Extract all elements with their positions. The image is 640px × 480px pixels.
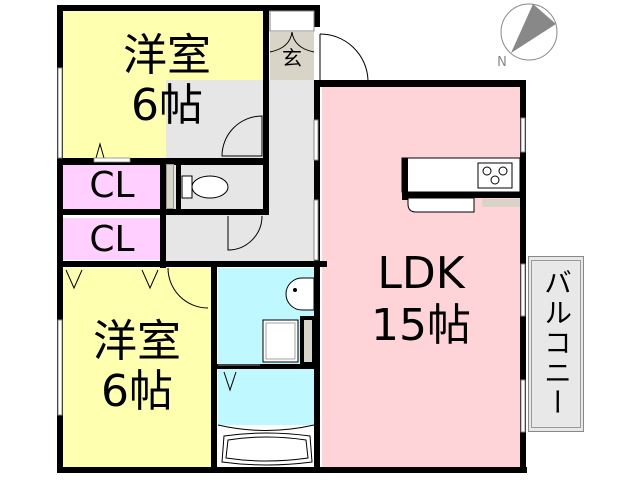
bathtub-icon bbox=[221, 432, 313, 466]
wall bbox=[57, 467, 527, 473]
ldk-room bbox=[322, 86, 520, 468]
room-label-closet-top: CL bbox=[89, 165, 135, 206]
room-size: 15帖 bbox=[371, 300, 471, 351]
window bbox=[57, 319, 63, 416]
window bbox=[520, 117, 526, 153]
room-label-western-top: 洋室 6帖 bbox=[82, 34, 252, 128]
closet-bottom bbox=[62, 218, 162, 260]
western-room-bottom bbox=[62, 268, 212, 468]
wall bbox=[314, 80, 526, 87]
room-type: 洋室 bbox=[123, 30, 211, 81]
wall bbox=[160, 158, 166, 268]
window bbox=[57, 67, 63, 159]
washing-machine-icon bbox=[262, 316, 314, 364]
window bbox=[313, 119, 319, 161]
room-label-closet-bottom: CL bbox=[89, 219, 135, 260]
sink-icon bbox=[285, 277, 315, 311]
wall bbox=[314, 5, 320, 27]
wall bbox=[217, 364, 315, 369]
wall bbox=[57, 5, 320, 11]
room-type: 洋室 bbox=[93, 316, 181, 367]
stove-icon bbox=[477, 162, 513, 189]
balcony-inner bbox=[531, 260, 581, 428]
wall bbox=[211, 261, 217, 471]
room-label-balcony: バルコニー bbox=[540, 268, 573, 418]
room-type: LDK bbox=[377, 248, 465, 299]
room-size: 6帖 bbox=[101, 366, 173, 417]
compass-icon bbox=[500, 3, 558, 61]
wall bbox=[57, 5, 63, 473]
room-label-entrance: 玄 bbox=[282, 46, 302, 70]
wall bbox=[263, 5, 269, 215]
entrance bbox=[270, 32, 314, 80]
window bbox=[520, 379, 526, 433]
wall bbox=[176, 158, 181, 214]
wall bbox=[314, 80, 320, 473]
hallway-upper bbox=[268, 80, 318, 266]
closet-door-marker bbox=[65, 142, 237, 392]
door-swing-icon bbox=[167, 33, 369, 309]
compass-label: N bbox=[497, 55, 507, 70]
toilet-icon bbox=[181, 175, 229, 199]
window bbox=[313, 199, 319, 261]
closet-divider bbox=[166, 164, 174, 209]
room-label-western-bottom: 洋室 6帖 bbox=[62, 320, 212, 414]
room-size: 6帖 bbox=[131, 80, 203, 131]
wall bbox=[57, 261, 327, 267]
closet-top bbox=[62, 164, 162, 209]
balcony bbox=[528, 256, 584, 432]
room-label-ldk: LDK 15帖 bbox=[322, 252, 520, 348]
window bbox=[520, 263, 526, 317]
